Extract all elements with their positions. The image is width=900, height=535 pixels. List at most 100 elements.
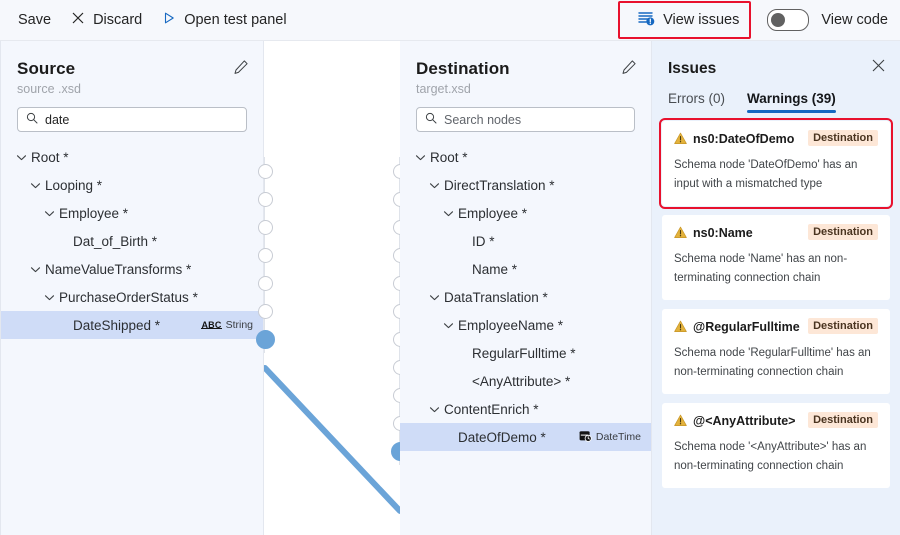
warning-triangle-icon xyxy=(674,226,687,244)
issue-node-name: @<AnyAttribute> xyxy=(693,414,796,428)
issue-node-name: ns0:Name xyxy=(693,226,753,240)
tree-row-label: <AnyAttribute> * xyxy=(472,373,571,389)
source-title: Source xyxy=(17,59,76,78)
search-icon xyxy=(26,111,38,129)
tree-row[interactable]: Employee * xyxy=(1,199,263,227)
chevron-down-icon[interactable] xyxy=(428,291,441,304)
view-code-toggle[interactable] xyxy=(767,9,810,31)
save-label: Save xyxy=(18,12,52,28)
source-header: Source source .xsd xyxy=(1,41,263,96)
tree-row[interactable]: DateOfDemo * DateTime xyxy=(400,423,651,451)
mapping-canvas[interactable] xyxy=(255,41,410,535)
tree-row-label: Looping * xyxy=(45,177,103,193)
tree-row-label: ID * xyxy=(472,233,495,249)
issue-node-name: @RegularFulltime xyxy=(693,320,800,334)
save-button[interactable]: Save xyxy=(8,5,61,35)
source-search-input[interactable] xyxy=(45,112,238,127)
chevron-down-icon[interactable] xyxy=(43,291,56,304)
tree-row-label: NameValueTransforms * xyxy=(45,261,192,277)
chevron-down-icon[interactable] xyxy=(428,403,441,416)
warning-triangle-icon xyxy=(674,414,687,432)
tree-row-label: Root * xyxy=(31,149,69,165)
tree-row[interactable]: <AnyAttribute> * xyxy=(400,367,651,395)
view-code-label: View code xyxy=(821,12,888,28)
issue-tab[interactable]: Warnings (39) xyxy=(747,91,836,113)
source-search-box[interactable] xyxy=(17,107,247,132)
toggle-knob xyxy=(771,13,786,27)
chevron-down-icon[interactable] xyxy=(29,263,42,276)
source-pencil-icon[interactable] xyxy=(233,59,249,80)
chevron-down-icon[interactable] xyxy=(29,179,42,192)
tree-row-label: PurchaseOrderStatus * xyxy=(59,289,198,305)
issue-description: Schema node 'Name' has an non-terminatin… xyxy=(674,253,848,284)
search-icon xyxy=(425,111,437,129)
close-x-icon xyxy=(71,11,85,29)
type-badge: DateTime xyxy=(579,430,651,445)
issue-description: Schema node '<AnyAttribute>' has an non-… xyxy=(674,441,867,472)
chevron-down-icon[interactable] xyxy=(428,179,441,192)
destination-search-box[interactable] xyxy=(416,107,635,132)
toolbar-right-group: View issues View code xyxy=(618,1,900,39)
chevron-down-icon[interactable] xyxy=(442,319,455,332)
tree-row-label: ContentEnrich * xyxy=(444,401,539,417)
chevron-down-icon[interactable] xyxy=(414,151,427,164)
discard-button[interactable]: Discard xyxy=(61,5,152,35)
play-triangle-icon xyxy=(162,11,176,29)
tree-row[interactable]: Root * xyxy=(400,143,651,171)
tree-row[interactable]: DirectTranslation * xyxy=(400,171,651,199)
source-panel: Source source .xsd Root * Looping * Employ… xyxy=(0,41,264,535)
connection-line[interactable] xyxy=(264,41,400,535)
type-label: DateTime xyxy=(595,431,641,443)
tree-row-label: DateOfDemo * xyxy=(458,429,546,445)
destination-panel: Destination target.xsd Root *DirectTrans… xyxy=(400,41,652,535)
open-test-panel-button[interactable]: Open test panel xyxy=(152,5,296,35)
tree-row[interactable]: Dat_of_Birth * xyxy=(1,227,263,255)
tree-row-label: DateShipped * xyxy=(73,317,161,333)
destination-pencil-icon[interactable] xyxy=(621,59,637,80)
tree-row[interactable]: RegularFulltime * xyxy=(400,339,651,367)
tree-row[interactable]: Root * xyxy=(1,143,263,171)
chevron-down-icon[interactable] xyxy=(43,207,56,220)
issue-scope-badge: Destination xyxy=(808,130,878,146)
destination-title: Destination xyxy=(416,59,510,78)
tree-row[interactable]: PurchaseOrderStatus * xyxy=(1,283,263,311)
view-issues-button[interactable]: View issues xyxy=(634,5,743,35)
type-label: String xyxy=(225,319,253,331)
issue-description: Schema node 'RegularFulltime' has an non… xyxy=(674,347,871,378)
chevron-down-icon[interactable] xyxy=(442,207,455,220)
warning-triangle-icon xyxy=(674,132,687,150)
tree-row-label: Employee * xyxy=(59,205,129,221)
discard-label: Discard xyxy=(93,12,143,28)
tree-row-label: Employee * xyxy=(458,205,528,221)
tree-row-label: Dat_of_Birth * xyxy=(73,233,158,249)
tree-row[interactable]: Employee * xyxy=(400,199,651,227)
destination-search-input[interactable] xyxy=(444,112,626,127)
tree-row[interactable]: DataTranslation * xyxy=(400,283,651,311)
issue-list-badge-icon xyxy=(638,10,655,30)
destination-header: Destination target.xsd xyxy=(400,41,651,96)
view-issues-label: View issues xyxy=(663,12,740,28)
view-issues-highlight: View issues xyxy=(618,1,752,39)
tree-row[interactable]: ID * xyxy=(400,227,651,255)
issues-title: Issues xyxy=(668,60,717,77)
tree-row[interactable]: Name * xyxy=(400,255,651,283)
tree-row[interactable]: EmployeeName * xyxy=(400,311,651,339)
chevron-down-icon[interactable] xyxy=(15,151,28,164)
tree-row[interactable]: ContentEnrich * xyxy=(400,395,651,423)
tree-row[interactable]: NameValueTransforms * xyxy=(1,255,263,283)
issue-tab[interactable]: Errors (0) xyxy=(668,91,725,106)
tree-row[interactable]: Looping * xyxy=(1,171,263,199)
close-icon[interactable] xyxy=(871,58,886,78)
issues-header: Issues xyxy=(652,41,900,78)
abc-string-icon: ABC xyxy=(201,320,222,330)
